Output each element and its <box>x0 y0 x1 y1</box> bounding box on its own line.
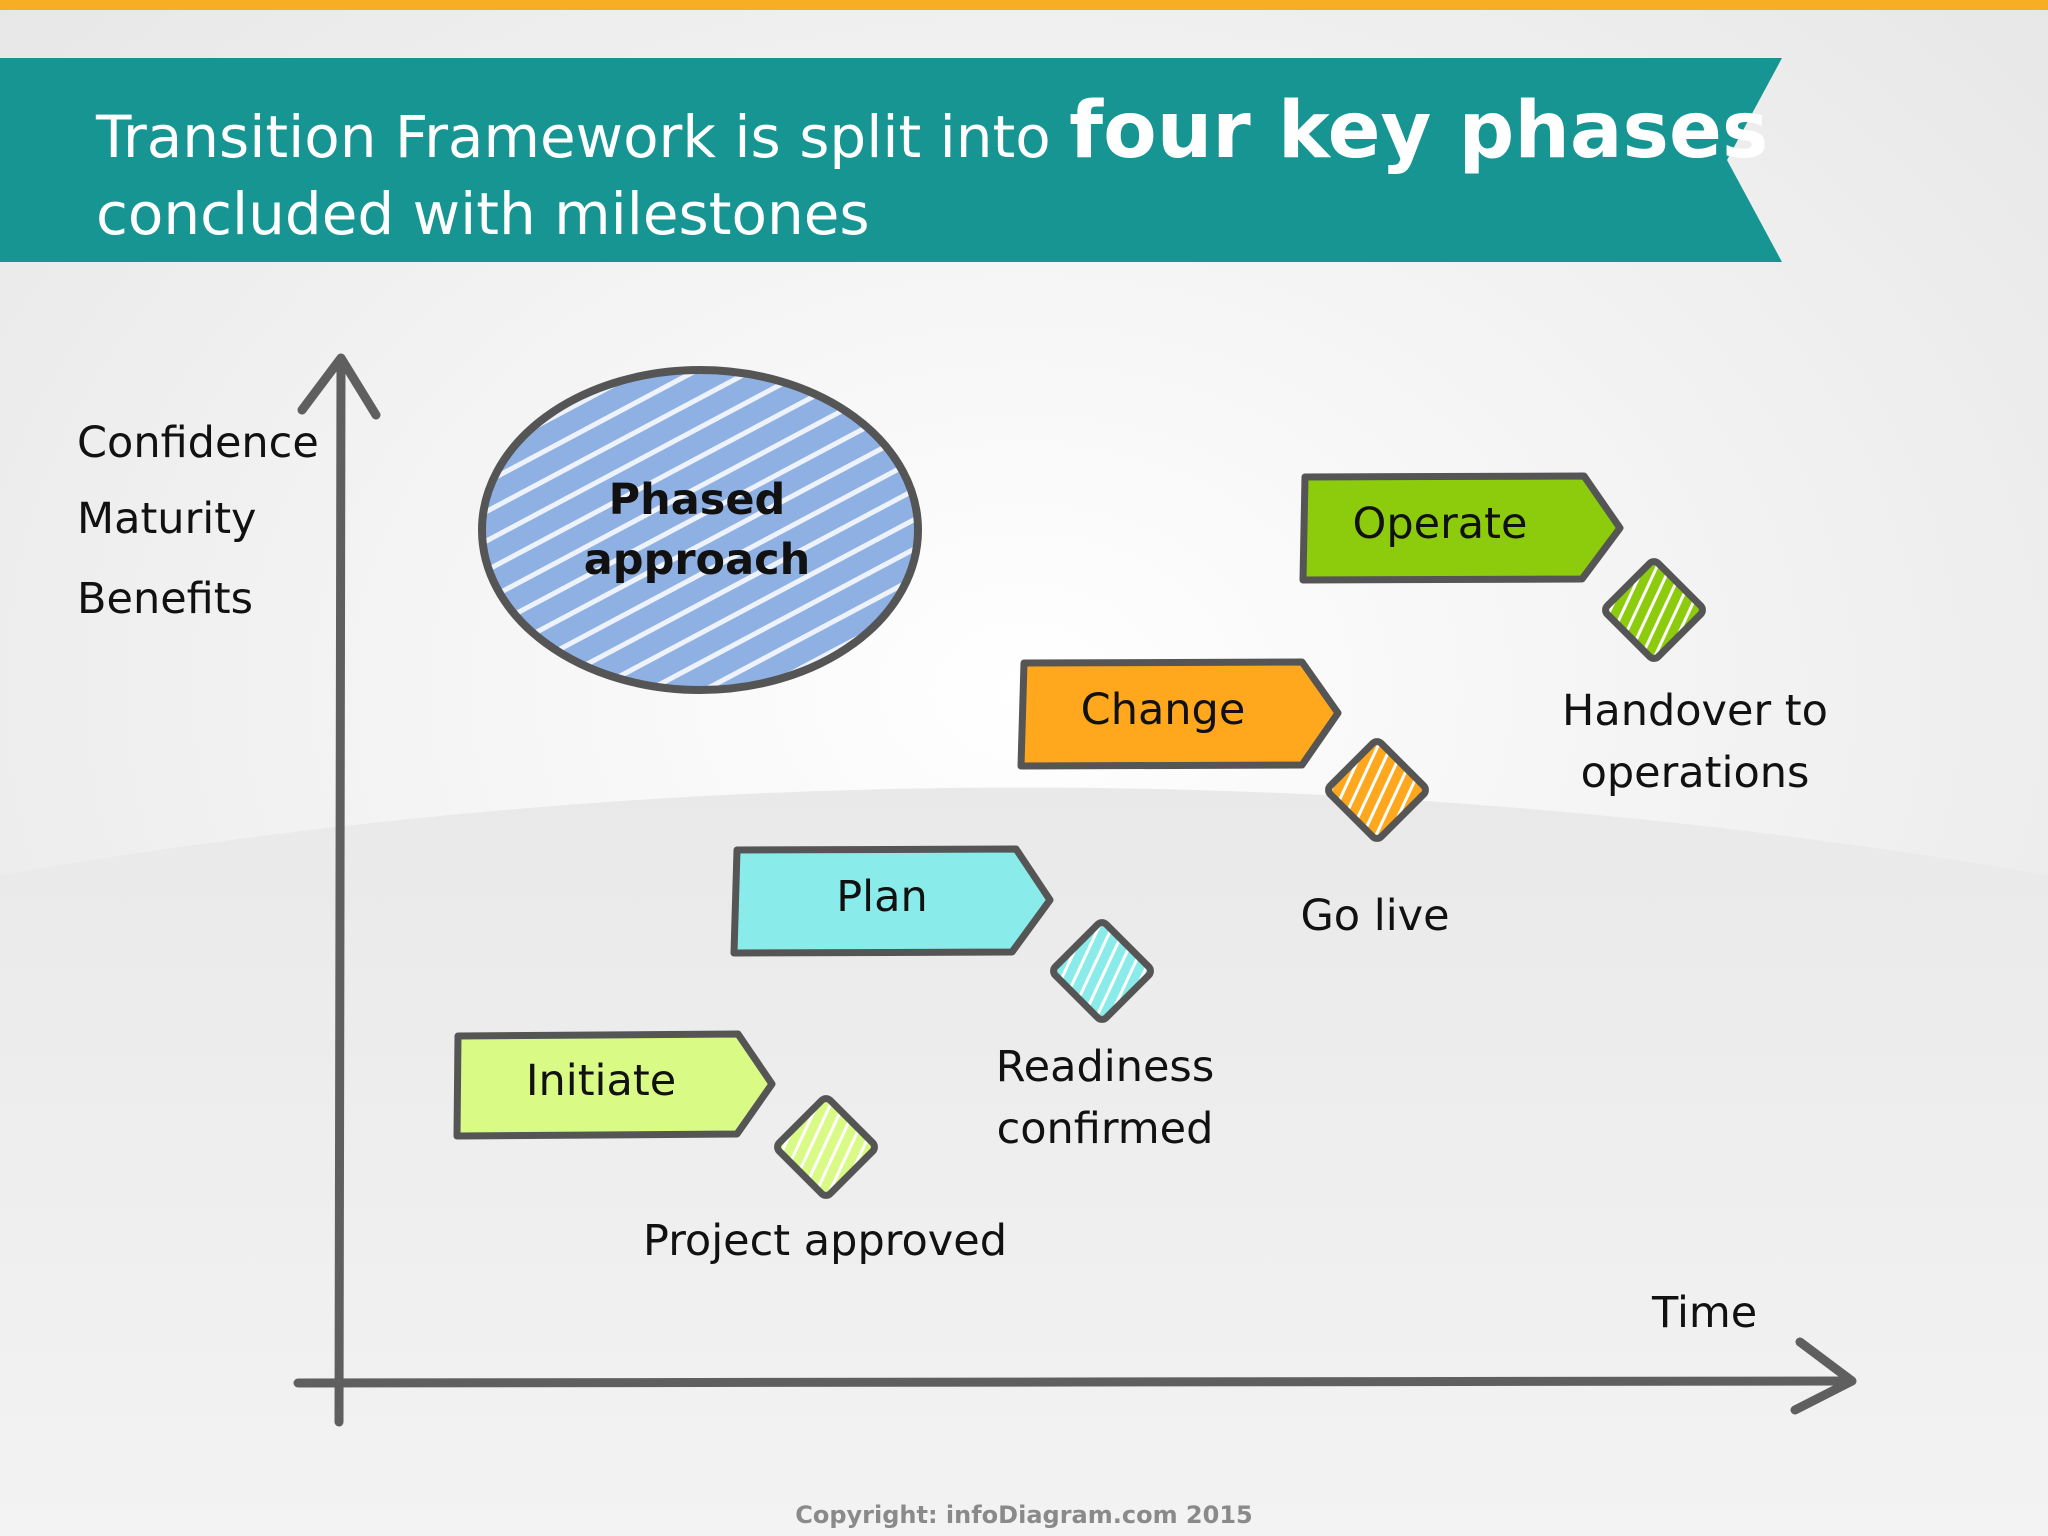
oval-label-line1: Phased <box>608 475 786 525</box>
milestone-label-line1: Readiness <box>995 1042 1215 1092</box>
title-regular: Transition Framework is split into <box>96 103 1051 171</box>
copyright-note: Copyright: infoDiagram.com 2015 <box>795 1501 1253 1529</box>
oval-label: Phased approach <box>562 470 832 590</box>
phase-arrow-plan[interactable] <box>730 845 1054 957</box>
title-bold: four key phases <box>1069 86 1769 176</box>
milestone-label-go-live: Go live <box>1225 885 1525 947</box>
y-axis <box>297 353 381 1427</box>
phase-label-initiate: Initiate <box>525 1056 677 1106</box>
y-axis-label-benefits: Benefits <box>77 574 254 624</box>
phase-arrow-change[interactable] <box>1017 658 1342 770</box>
milestone-diamond-readiness-confirmed[interactable] <box>1050 919 1154 1023</box>
oval-label-line2: approach <box>583 535 811 585</box>
x-axis <box>293 1337 1857 1415</box>
milestone-diamond-go-live[interactable] <box>1325 738 1429 842</box>
milestone-label-line2: operations <box>1580 748 1810 798</box>
phase-label-change: Change <box>1080 685 1246 735</box>
phase-arrow-initiate[interactable] <box>453 1030 776 1140</box>
milestone-label-readiness-confirmed: Readiness confirmed <box>905 1036 1305 1160</box>
milestone-label-line2: confirmed <box>996 1104 1214 1154</box>
milestone-diamond-handover[interactable] <box>1602 558 1706 662</box>
top-stripe <box>0 0 2048 10</box>
page-subtitle: concluded with milestones <box>96 180 870 248</box>
y-axis-label-maturity: Maturity <box>77 494 257 544</box>
milestone-diamond-project-approved[interactable] <box>774 1095 878 1199</box>
milestone-label-project-approved: Project approved <box>600 1210 1050 1272</box>
milestone-label-handover: Handover to operations <box>1495 680 1895 804</box>
background-floor <box>0 787 2048 1536</box>
y-axis-label-confidence: Confidence <box>77 418 319 468</box>
milestone-label-line1: Project approved <box>643 1216 1007 1266</box>
milestone-label-line1: Handover to <box>1562 686 1828 736</box>
phase-arrow-operate[interactable] <box>1299 472 1624 584</box>
x-axis-label: Time <box>1652 1288 1758 1338</box>
phase-label-operate: Operate <box>1352 499 1528 549</box>
phase-label-plan: Plan <box>836 872 928 922</box>
page-title: Transition Framework is split into four … <box>96 86 1768 176</box>
milestone-label-line1: Go live <box>1300 891 1450 941</box>
title-banner <box>0 58 1782 262</box>
phased-approach-oval <box>478 366 922 694</box>
